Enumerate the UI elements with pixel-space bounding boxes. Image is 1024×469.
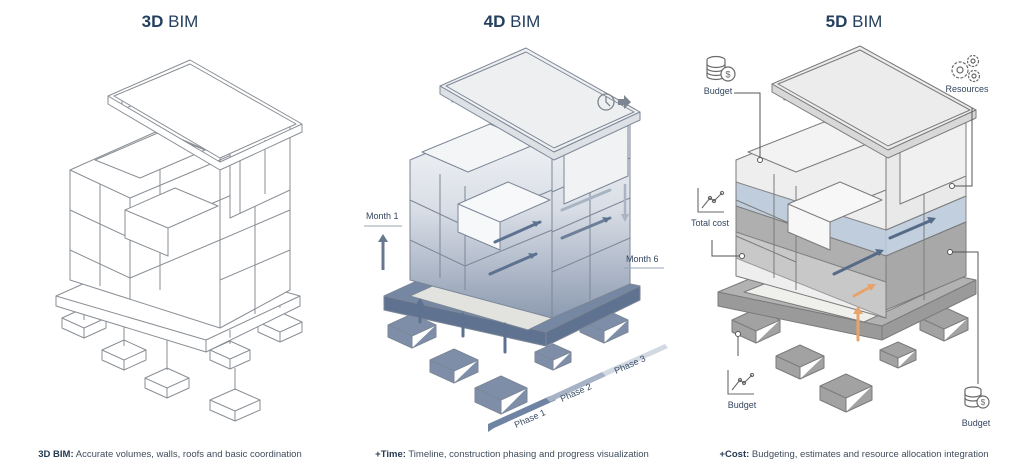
caption-5d: +Cost: Budgeting, estimates and resource… [719, 449, 989, 460]
gears-icon [951, 54, 981, 83]
phase-3-band [602, 344, 668, 376]
panel-title: 5D BIM [825, 12, 883, 31]
line-chart-icon-budget [727, 370, 755, 395]
building-4d-phased: Month 1 Month 6 Phase 1 Phase 2 Phase 3 [364, 47, 668, 432]
footings [731, 306, 969, 413]
panel-5d-bim: 5D BIM [684, 0, 1024, 469]
panel-title: 4D BIM [483, 12, 541, 31]
clock-icon [597, 93, 615, 111]
roof [107, 59, 303, 171]
budget-bottom-left-label: Budget [728, 400, 757, 410]
coins-dollar-icon [706, 55, 736, 82]
budget-top-label: Budget [704, 86, 733, 96]
phase-3-label: Phase 3 [613, 353, 647, 376]
resources-label: Resources [945, 84, 989, 94]
panel-3d-bim: 3D BIM [0, 0, 340, 469]
coins-dollar-icon-bottom [964, 386, 990, 409]
caption-3d: 3D BIM: Accurate volumes, walls, roofs a… [38, 449, 302, 460]
svg-text:$: $ [981, 398, 986, 407]
budget-bottom-right-label: Budget [962, 418, 991, 428]
phase-1-band [488, 396, 556, 432]
building-3d-wireframe [55, 59, 303, 422]
caption-4d: +Time: Timeline, construction phasing an… [375, 449, 649, 460]
arrow-right-icon [618, 95, 631, 109]
building-5d-cost: $ Budget Resources Total cost Budget $ B… [691, 45, 991, 428]
line-chart-icon [697, 188, 725, 213]
progress-arrows [418, 188, 612, 354]
phase-2-band [546, 372, 606, 402]
panel-4d-bim: 4D BIM [340, 0, 684, 469]
total-cost-label: Total cost [691, 218, 730, 228]
svg-text:$: $ [725, 70, 730, 80]
panel-title: 3D BIM [141, 12, 199, 31]
footings [61, 307, 303, 422]
month-1-label: Month 1 [366, 211, 399, 221]
month-6-label: Month 6 [626, 254, 659, 264]
